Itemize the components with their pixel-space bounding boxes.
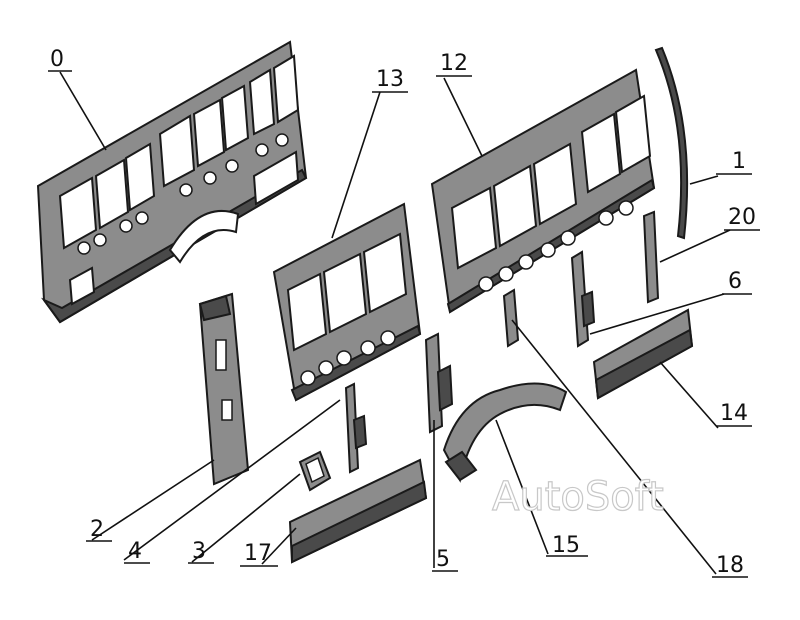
part-4-pillar [344, 382, 368, 474]
part-0-side-panel [36, 40, 308, 324]
callout-1: 1 [732, 149, 746, 174]
callout-5: 5 [436, 547, 450, 572]
callout-14: 14 [720, 401, 748, 426]
callout-2: 2 [90, 517, 104, 542]
part-12-rear-panel [430, 68, 656, 314]
callout-labels: 0 1 2 3 4 5 6 12 13 14 15 17 18 20 [48, 47, 760, 578]
callout-15: 15 [552, 533, 580, 558]
part-15-wheel-arch [442, 382, 568, 483]
part-14-sill [592, 308, 694, 400]
part-1-strip [654, 46, 689, 240]
callout-20: 20 [728, 205, 756, 230]
callout-12: 12 [440, 51, 468, 76]
part-3-plate [298, 450, 332, 492]
callout-3: 3 [192, 539, 206, 564]
callout-17: 17 [244, 541, 272, 566]
leader-lines [59, 71, 731, 575]
callout-18: 18 [716, 553, 744, 578]
callout-6: 6 [728, 269, 742, 294]
callout-13: 13 [376, 67, 404, 92]
callout-4: 4 [128, 539, 142, 564]
part-6-pillar [570, 250, 596, 348]
part-17-sill [288, 458, 428, 564]
part-5-pillar [424, 332, 454, 434]
callout-0: 0 [50, 47, 64, 72]
part-18-strip [502, 288, 520, 348]
watermark-text: AutoSoft [492, 474, 664, 520]
part-13-middle-panel [272, 202, 422, 402]
part-20-strip [642, 210, 660, 304]
part-2-front-pillar [198, 292, 250, 486]
